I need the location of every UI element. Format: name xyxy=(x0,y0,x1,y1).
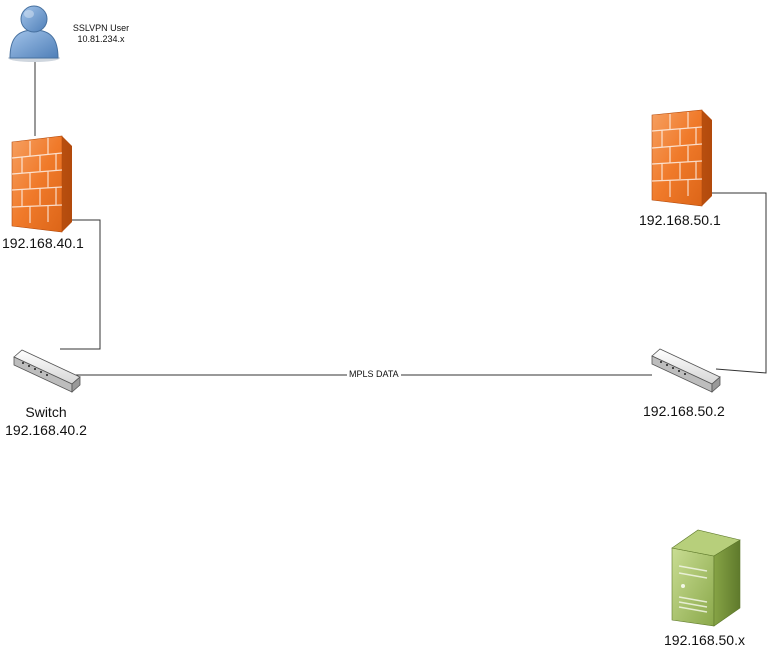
user-name: SSLVPN User xyxy=(72,23,130,33)
switch-left-label: Switch 192.168.40.2 xyxy=(2,405,90,437)
firewall-left-ip: 192.168.40.1 xyxy=(2,235,84,251)
server-ip: 192.168.50.x xyxy=(664,632,745,648)
switch-left-ip: 192.168.40.2 xyxy=(5,422,87,438)
user-ip: 10.81.234.x xyxy=(77,34,125,44)
user-icon xyxy=(8,5,60,62)
switch-right-ip: 192.168.50.2 xyxy=(643,403,725,419)
link-firewall-switch-left xyxy=(60,219,101,350)
firewall-icon-left xyxy=(11,135,72,233)
firewall-right-ip: 192.168.50.1 xyxy=(639,212,721,228)
switch-icon-left xyxy=(13,349,81,393)
mpls-link-label: MPLS DATA xyxy=(347,369,401,379)
switch-left-name: Switch xyxy=(25,404,67,420)
firewall-icon-right xyxy=(651,109,712,207)
user-label: SSLVPN User 10.81.234.x xyxy=(62,24,140,44)
server-icon xyxy=(671,529,741,627)
switch-icon-right xyxy=(651,348,721,393)
link-firewall-switch-right xyxy=(712,192,767,374)
